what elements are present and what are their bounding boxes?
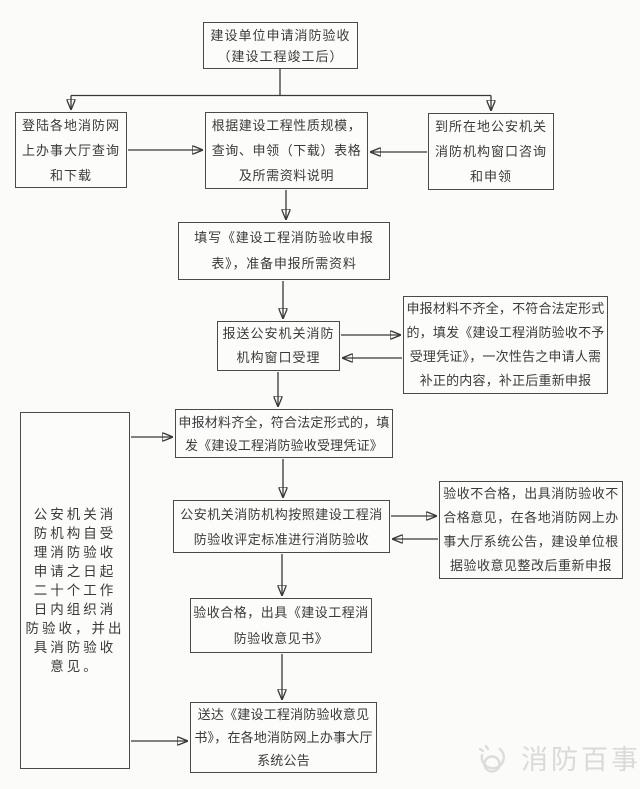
flow-node-pass-result: 验收合格，出具《建设工程消 防验收意见书》 <box>190 598 372 653</box>
flow-node-reject-notice: 申报材料不齐全，不符合法定形式 的，填发《建设工程消防验收不予 受理凭证》，一次… <box>403 296 608 394</box>
watermark: 消防百事通 <box>476 742 640 778</box>
flow-node-deliver-opinion: 送达《建设工程消防验收意见 书》，在各地消防网上办事大厅 系统公告 <box>190 702 377 773</box>
watermark-text: 消防百事通 <box>521 745 640 775</box>
flow-node-counter-consult: 到所在地公安机关 消防机构窗口咨询 和申领 <box>428 113 554 190</box>
flow-node-accept-receipt: 申报材料齐全，符合法定形式的，填 发《建设工程消防验收受理凭证》 <box>175 409 393 458</box>
flow-node-organize-inspection: 公安机关消 防机构自受 理消防验收 申请之日起 二十个工作 日内组织消 防验收，… <box>20 412 130 769</box>
flow-node-login-online: 登陆各地消防网 上办事大厅查询 和下载 <box>15 112 127 188</box>
flow-node-fill-form: 填写《建设工程消防验收申报 表》，准备申报所需资料 <box>178 222 390 280</box>
flow-node-conduct-inspection: 公安机关消防机构按照建设工程消 防验收评定标准进行消防验收 <box>173 500 390 553</box>
flow-node-apply: 建设单位申请消防验收 （建设工程竣工后） <box>203 22 358 69</box>
flow-node-fail-result: 验收不合格，出具消防验收不 合格意见，在各地消防网上办 事大厅系统公告，建设单位… <box>439 481 623 579</box>
flow-node-submit-window: 报送公安机关消防 机构窗口受理 <box>217 321 340 371</box>
fire-baishitong-logo-icon <box>478 744 505 773</box>
flow-node-query-materials: 根据建设工程性质规模， 查询、申领（下载）表格 及所需资料说明 <box>205 112 368 189</box>
